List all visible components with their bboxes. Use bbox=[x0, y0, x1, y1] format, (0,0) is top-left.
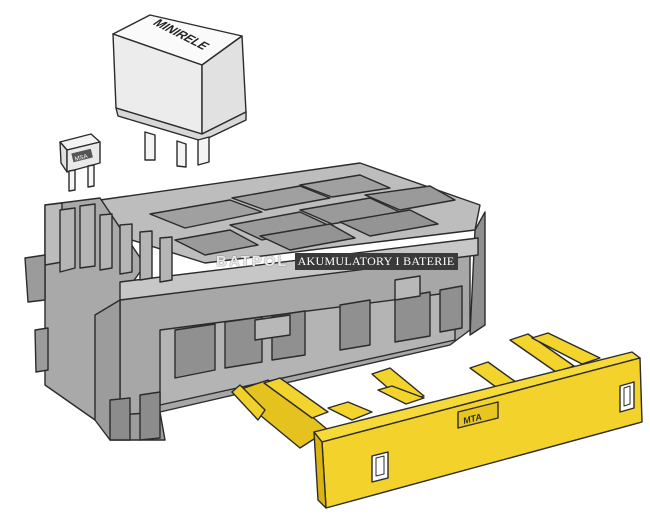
housing-ribs bbox=[59, 203, 173, 283]
housing-sockets bbox=[149, 174, 456, 256]
carrier-logo-text: MTA bbox=[462, 412, 483, 426]
fuse-relay-housing bbox=[24, 162, 486, 441]
housing-fuse-slots bbox=[174, 275, 463, 379]
relay-pins bbox=[144, 131, 210, 168]
watermark-tagline: AKUMULATORY I BATERIE bbox=[294, 252, 458, 270]
yellow-terminal-carrier: MTA bbox=[231, 332, 643, 509]
watermark-brand: BATPOL bbox=[216, 252, 289, 270]
mini-relay: MINIRELE bbox=[112, 14, 247, 168]
mini-fuse: MSA bbox=[59, 133, 101, 192]
carrier-logo-badge: MTA bbox=[457, 401, 499, 429]
watermark: BATPOL AKUMULATORY I BATERIE bbox=[216, 250, 458, 272]
fuse-marking: MSA bbox=[74, 154, 88, 163]
